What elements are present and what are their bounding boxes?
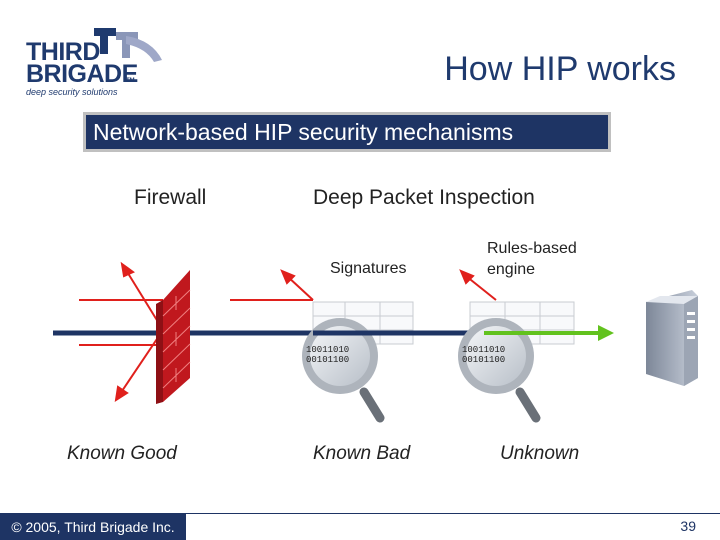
caption-known-bad: Known Bad xyxy=(313,443,411,464)
magnifier-icon-rules xyxy=(458,318,541,423)
logo-emblem-icon xyxy=(94,28,162,62)
magnifier1-bits-line2: 00101100 xyxy=(306,355,349,365)
caption-unknown: Unknown xyxy=(500,443,580,464)
signatures-label: Signatures xyxy=(330,260,407,277)
firewall-heading: Firewall xyxy=(134,186,207,209)
footer-rule xyxy=(0,513,720,514)
magnifier1-bits-line1: 10011010 xyxy=(306,345,349,355)
magnifier2-bits-line2: 00101100 xyxy=(462,355,505,365)
footer-copyright: © 2005, Third Brigade Inc. xyxy=(0,514,186,540)
firewall-icon xyxy=(156,270,191,404)
rules-engine-label-line1: Rules-based xyxy=(487,240,577,257)
logo-text-line1: THIRD xyxy=(26,38,100,66)
magnifier2-bits-line1: 10011010 xyxy=(462,345,505,355)
page-number: 39 xyxy=(680,518,696,534)
caption-known-good: Known Good xyxy=(67,443,177,464)
dpi-heading: Deep Packet Inspection xyxy=(313,186,535,209)
post-firewall-arrows xyxy=(230,269,497,301)
slide-title: How HIP works xyxy=(444,50,676,88)
allowed-traffic-arrow xyxy=(484,325,614,341)
logo-trademark: TM xyxy=(126,78,135,84)
section-banner: Network-based HIP security mechanisms xyxy=(83,112,611,152)
magnifier-icon-signatures xyxy=(302,318,385,423)
logo-text-line2: BRIGADE xyxy=(26,60,138,88)
rules-engine-label-line2: engine xyxy=(487,261,536,278)
banner-text: Network-based HIP security mechanisms xyxy=(86,115,608,149)
logo-tagline: deep security solutions xyxy=(26,87,118,97)
server-icon xyxy=(646,290,698,386)
